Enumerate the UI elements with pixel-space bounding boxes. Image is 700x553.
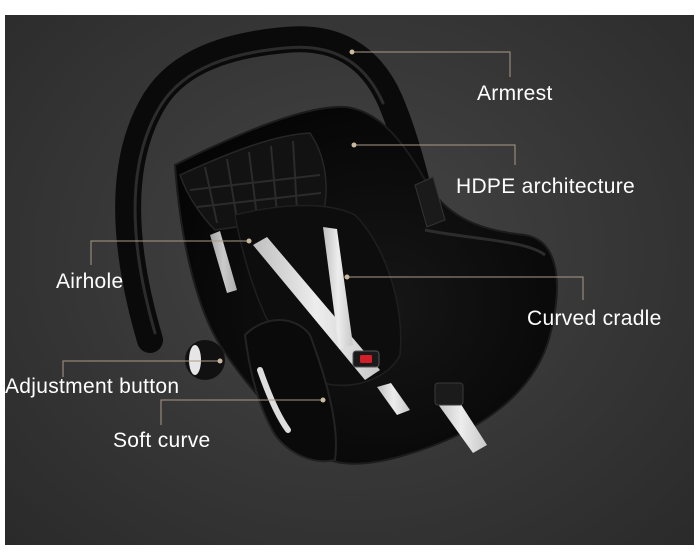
soft-curve-front [243, 319, 337, 463]
curved-cradle-leader [347, 276, 584, 300]
crotch-strap [377, 383, 410, 415]
armrest-leader [352, 51, 511, 77]
soft-curve-label: Soft curve [113, 429, 211, 452]
soft-curve-leader [160, 399, 323, 425]
car-seat-illustration [62, 26, 584, 465]
armrest-label: Armrest [477, 82, 553, 105]
hdpe-leader [354, 144, 516, 165]
armrest-handle [115, 26, 438, 353]
hdpe-architecture-label: HDPE architecture [456, 175, 635, 198]
lap-strap [435, 395, 487, 453]
right-shoulder-strap [323, 227, 353, 349]
airhole-leader [90, 240, 249, 265]
adjustment-leader [62, 360, 220, 377]
airhole-label: Airhole [56, 270, 124, 293]
product-photo: Armrest HDPE architecture Airhole Curved… [5, 15, 694, 545]
leader-dots [217, 49, 357, 403]
hdpe-ribs [189, 140, 322, 224]
buckle-red-button [360, 355, 372, 363]
leader-lines [62, 51, 584, 425]
curved-cradle-label: Curved cradle [527, 307, 662, 330]
adjustment-button-label: Adjustment button [5, 375, 180, 398]
